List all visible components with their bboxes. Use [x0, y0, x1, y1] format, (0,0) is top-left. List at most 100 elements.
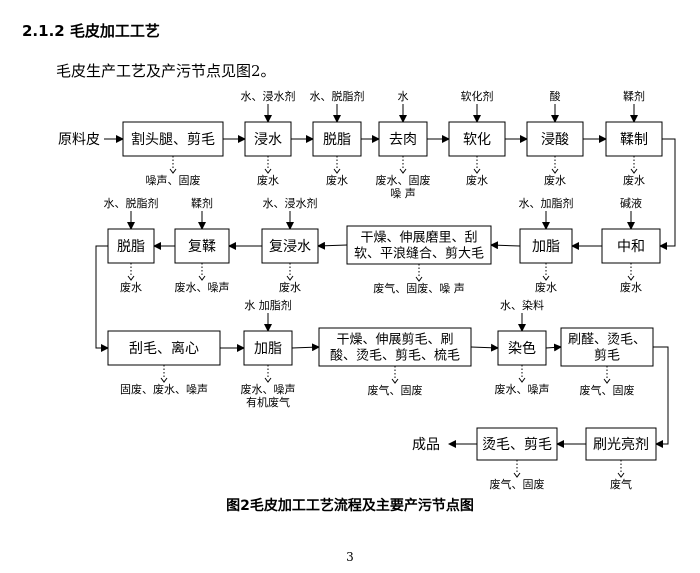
- input-label: 水、浸水剂: [241, 89, 296, 103]
- process-step-label: 去肉: [389, 132, 417, 148]
- process-step-label: 染色: [508, 340, 536, 357]
- process-step-box: [519, 228, 573, 264]
- process-step-box: [448, 121, 506, 157]
- process-step-label: 刮毛、离心: [129, 340, 199, 357]
- output-arrowhead: [551, 168, 559, 174]
- section-heading: 2.1.2 毛皮加工工艺: [22, 22, 160, 40]
- process-step-label: 中和: [617, 239, 645, 255]
- output-label: 废水: [326, 173, 348, 187]
- output-arrowhead: [518, 377, 526, 383]
- output-label: 废水: [544, 173, 566, 187]
- flow-arrow: [545, 343, 562, 352]
- input-label: 鞣剂: [623, 89, 645, 103]
- process-step-label: 干燥、伸展剪毛、刷: [336, 332, 453, 348]
- process-step-label: 脱脂: [117, 239, 145, 255]
- end-label: 成品: [412, 437, 440, 453]
- output-label: 废水: [535, 280, 557, 294]
- start-label: 原料皮: [58, 132, 100, 148]
- process-step-box: [243, 330, 293, 366]
- input-label: 水、加脂剂: [519, 196, 574, 210]
- process-step-box: [497, 330, 547, 366]
- flow-arrow: [291, 343, 320, 352]
- process-step-box: [605, 121, 663, 157]
- flow-arrow: [317, 241, 348, 250]
- output-arrowhead: [603, 378, 611, 384]
- process-step-box: [244, 121, 292, 157]
- process-step-label: 割头腿、剪毛: [131, 131, 215, 148]
- process-step-box: [122, 121, 224, 157]
- intro-paragraph: 毛皮生产工艺及产污节点见图2。: [56, 62, 276, 80]
- output-arrowhead: [627, 275, 635, 281]
- process-step-box: [312, 121, 362, 157]
- output-arrowhead: [630, 168, 638, 174]
- output-label: 噪 声: [390, 186, 416, 200]
- flow-arrow: [653, 346, 669, 448]
- input-label: 水、浸水剂: [263, 196, 318, 210]
- process-step-label: 剪毛: [594, 348, 620, 364]
- output-label: 废水: [623, 173, 645, 187]
- process-step-box: [107, 228, 155, 264]
- process-step-box: [346, 225, 492, 265]
- process-step-label: 刷光亮剂: [593, 436, 649, 453]
- input-label: 水: [398, 90, 409, 103]
- output-label: 废水、固废: [376, 173, 431, 187]
- output-label: 废水: [257, 173, 279, 187]
- input-label: 水 加脂剂: [244, 298, 292, 312]
- input-label: 碱液: [620, 196, 642, 210]
- input-label: 软化剂: [461, 89, 494, 103]
- output-label: 废气: [610, 477, 632, 491]
- output-arrowhead: [399, 168, 407, 174]
- output-label: 废气、固废: [490, 477, 545, 491]
- output-arrowhead: [513, 472, 521, 478]
- process-step-label: 脱脂: [323, 132, 351, 148]
- output-label: 有机废气: [246, 395, 290, 409]
- process-step-label: 复鞣: [188, 238, 216, 255]
- output-label: 废水、噪声: [175, 280, 230, 294]
- flow-arrow: [470, 343, 499, 352]
- process-step-label: 鞣制: [620, 132, 648, 148]
- process-step-box: [526, 121, 584, 157]
- input-label: 水、染料: [500, 298, 544, 312]
- output-label: 噪声、固废: [146, 173, 201, 187]
- output-label: 废水、噪声: [241, 382, 296, 396]
- output-label: 废气、固废: [368, 383, 423, 397]
- process-step-box: [174, 228, 230, 264]
- process-step-box: [560, 327, 654, 367]
- process-step-label: 软、平浪缝合、剪大毛: [354, 246, 484, 262]
- process-step-box: [476, 427, 558, 461]
- output-arrowhead: [198, 275, 206, 281]
- process-step-label: 浸水: [254, 132, 282, 148]
- output-arrowhead: [127, 275, 135, 281]
- output-arrowhead: [264, 377, 272, 383]
- process-step-box: [107, 330, 221, 366]
- process-step-label: 干燥、伸展磨里、刮: [360, 231, 477, 246]
- input-label: 酸: [550, 89, 561, 103]
- output-label: 废水: [120, 280, 142, 294]
- output-arrowhead: [333, 168, 341, 174]
- output-label: 废气、固废: [580, 383, 635, 397]
- input-label: 水、脱脂剂: [310, 89, 365, 103]
- output-label: 废水、噪声: [495, 382, 550, 396]
- output-arrowhead: [542, 275, 550, 281]
- output-arrowhead: [264, 168, 272, 174]
- output-arrowhead: [415, 276, 423, 282]
- process-step-label: 酸、烫毛、剪毛、梳毛: [330, 348, 460, 364]
- process-step-label: 复浸水: [269, 238, 311, 255]
- output-arrowhead: [169, 168, 177, 174]
- input-label: 鞣剂: [191, 196, 213, 210]
- process-step-box: [378, 121, 428, 157]
- process-step-label: 刷醛、烫毛、: [568, 332, 646, 348]
- process-step-box: [585, 427, 657, 461]
- input-label: 水、脱脂剂: [104, 196, 159, 210]
- process-step-box: [318, 327, 472, 367]
- output-arrowhead: [617, 472, 625, 478]
- output-label: 废水: [279, 280, 301, 294]
- process-step-box: [261, 228, 319, 264]
- process-step-label: 烫毛、剪毛: [482, 437, 552, 453]
- output-label: 废水: [466, 173, 488, 187]
- output-label: 固废、废水、噪声: [120, 382, 208, 396]
- figure-caption: 图2毛皮加工工艺流程及主要产污节点图: [226, 498, 474, 514]
- flow-arrow: [490, 241, 521, 250]
- output-arrowhead: [160, 377, 168, 383]
